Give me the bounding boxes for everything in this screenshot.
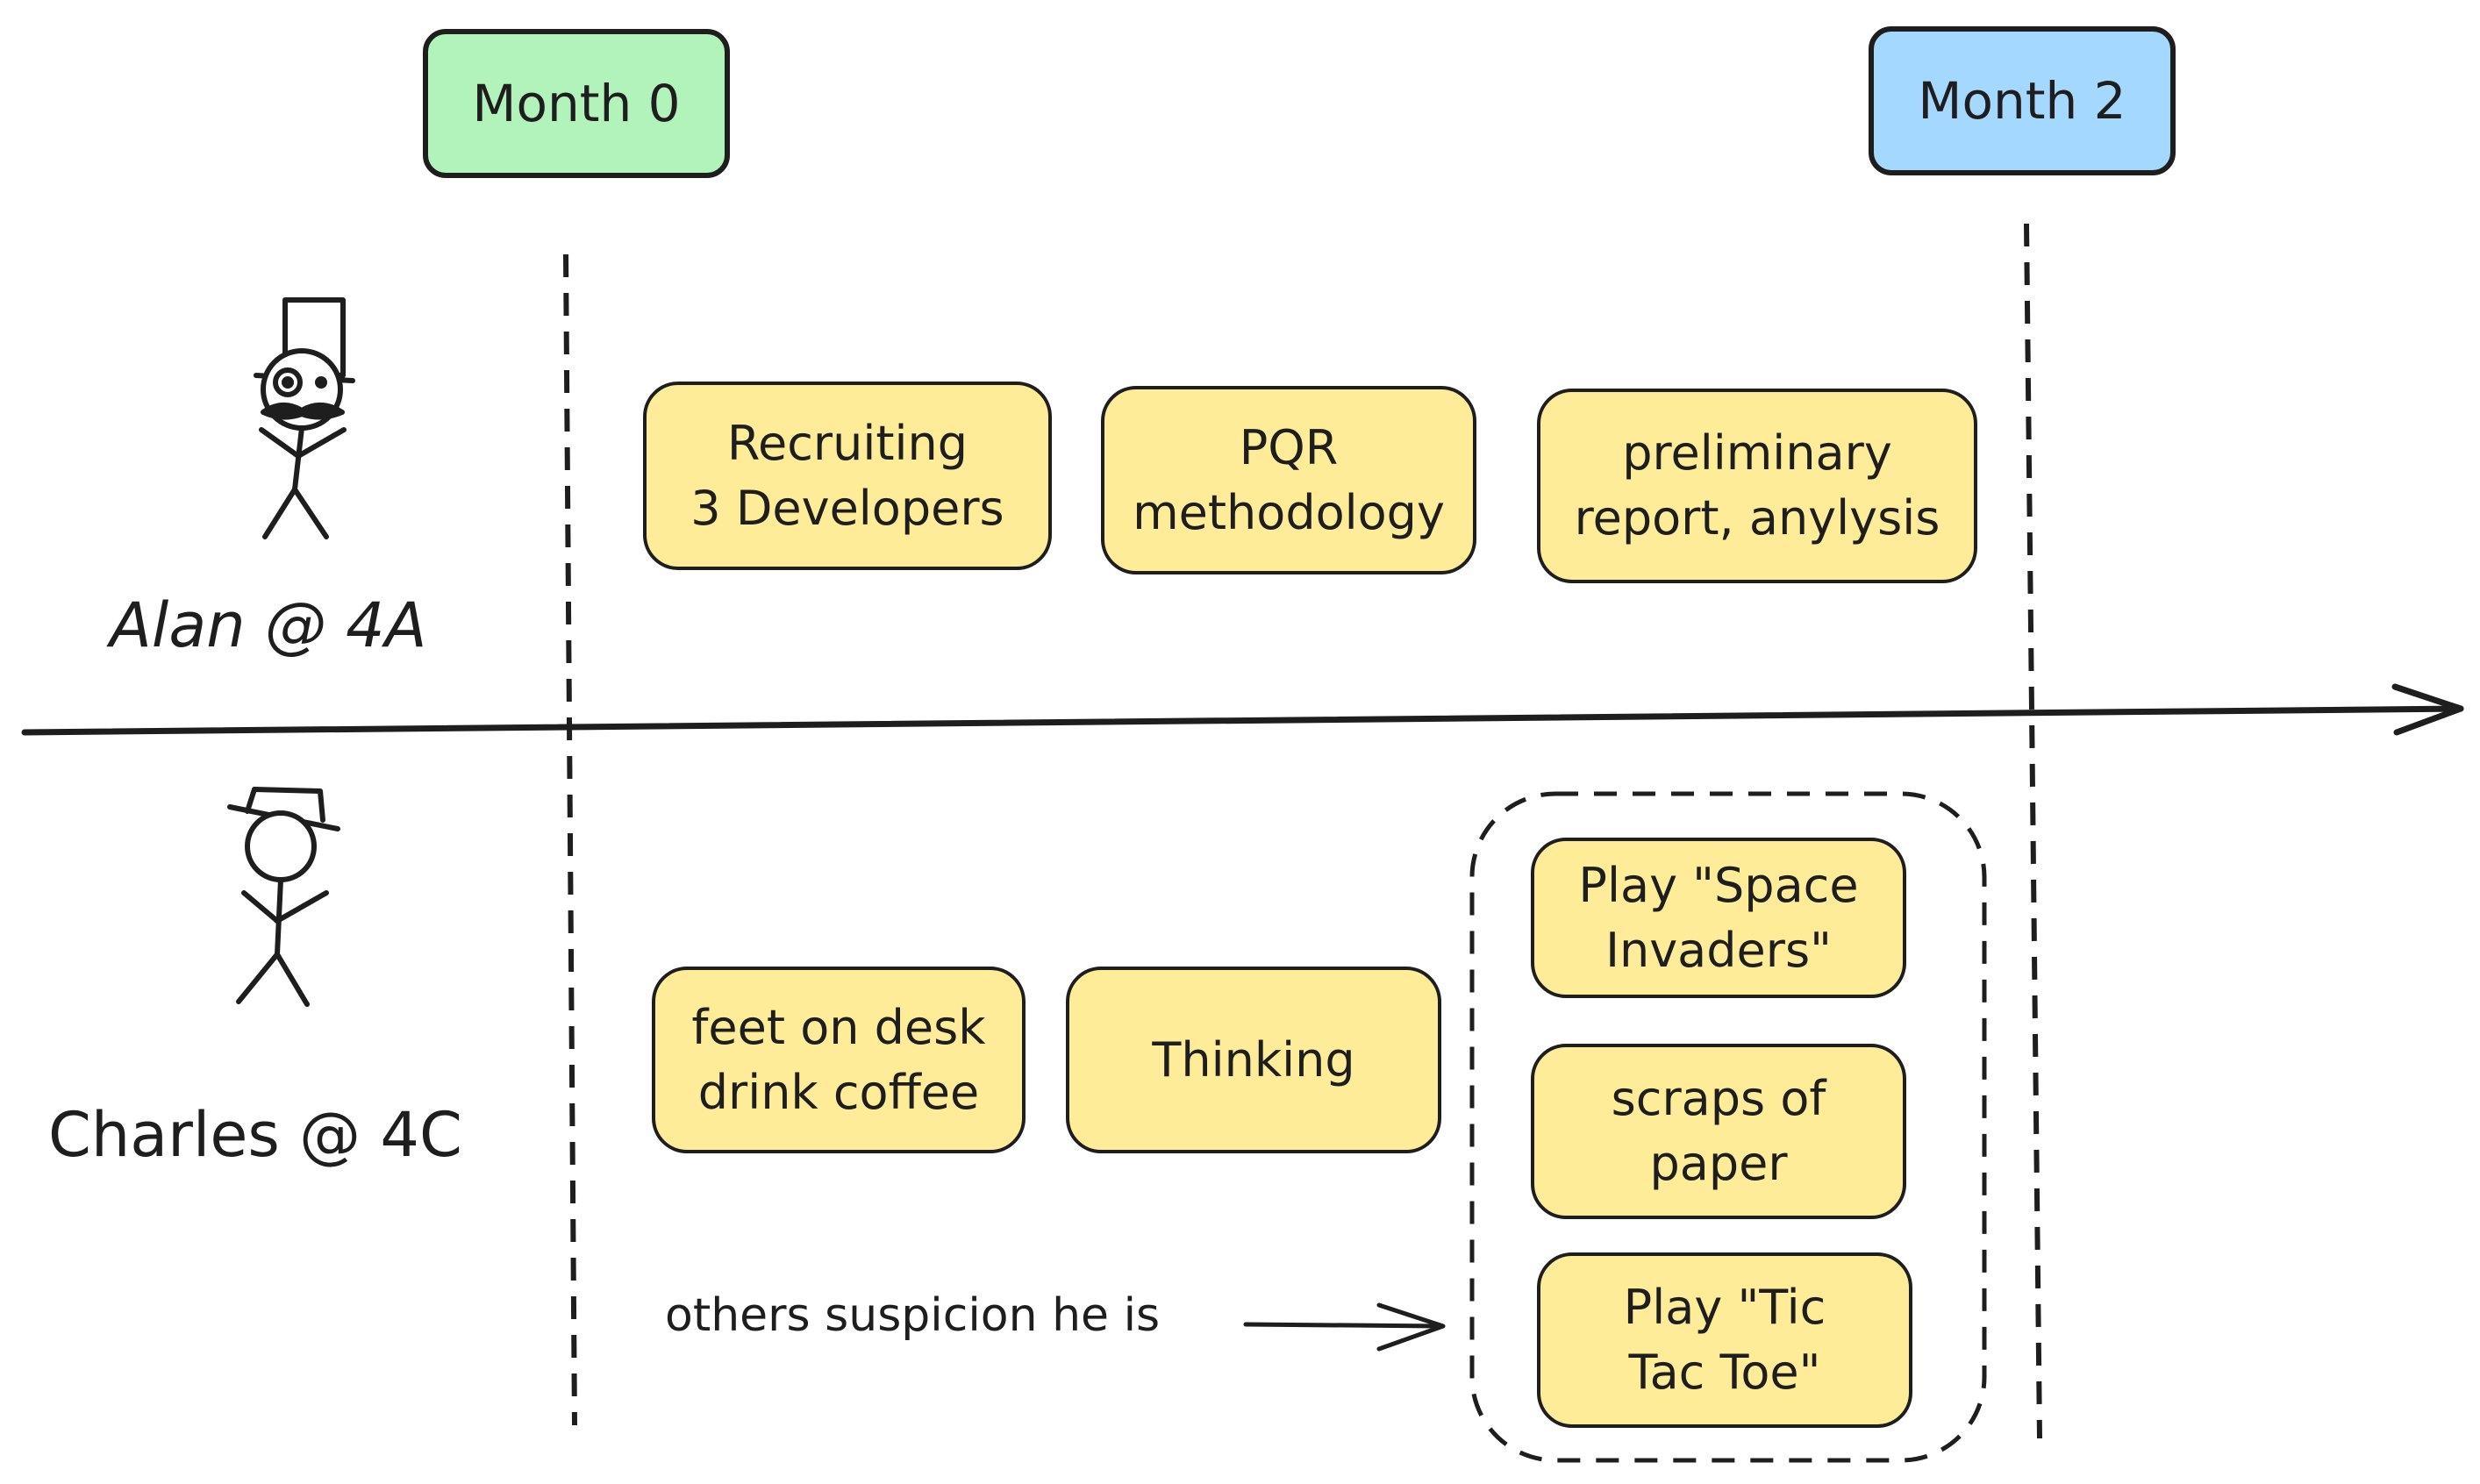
timeline-arrowhead [2391,683,2464,736]
timeline-axis [21,705,2464,736]
alan-task-pqr: PQR methodology [1101,386,1476,574]
month-0-label: Month 0 [423,29,730,178]
alan-task-recruiting: Recruiting 3 Developers [643,382,1052,570]
alan-stick-figure [254,297,355,539]
suspected-tic-tac-toe: Play "Tic Tac Toe" [1537,1252,1912,1428]
charles-task-thinking: Thinking [1066,967,1441,1153]
alan-name-label: Alan @ 4A [110,589,427,661]
month-0-marker-line [563,253,577,1426]
monocle-icon [273,367,303,397]
month-2-label: Month 2 [1869,26,2176,175]
month-2-marker-line [2024,223,2042,1439]
suspected-scraps-of-paper: scraps of paper [1531,1044,1906,1219]
hat-icon [245,787,325,823]
charles-name-label: Charles @ 4C [48,1099,462,1171]
head [245,810,317,882]
suspicion-arrow-shaft [1243,1322,1443,1329]
suspicion-label: others suspicion he is [665,1289,1161,1342]
charles-stick-figure [227,787,340,1007]
month-0-text: Month 0 [472,74,681,133]
suspicion-group-frame [1469,791,1987,1463]
suspected-space-invaders: Play "Space Invaders" [1531,838,1906,998]
suspicion-arrowhead [1376,1302,1446,1352]
month-2-text: Month 2 [1918,71,2126,131]
mustache-icon [261,403,345,420]
charles-task-coffee: feet on desk drink coffee [652,967,1026,1153]
alan-task-report: preliminary report, anylysis [1537,389,1977,583]
